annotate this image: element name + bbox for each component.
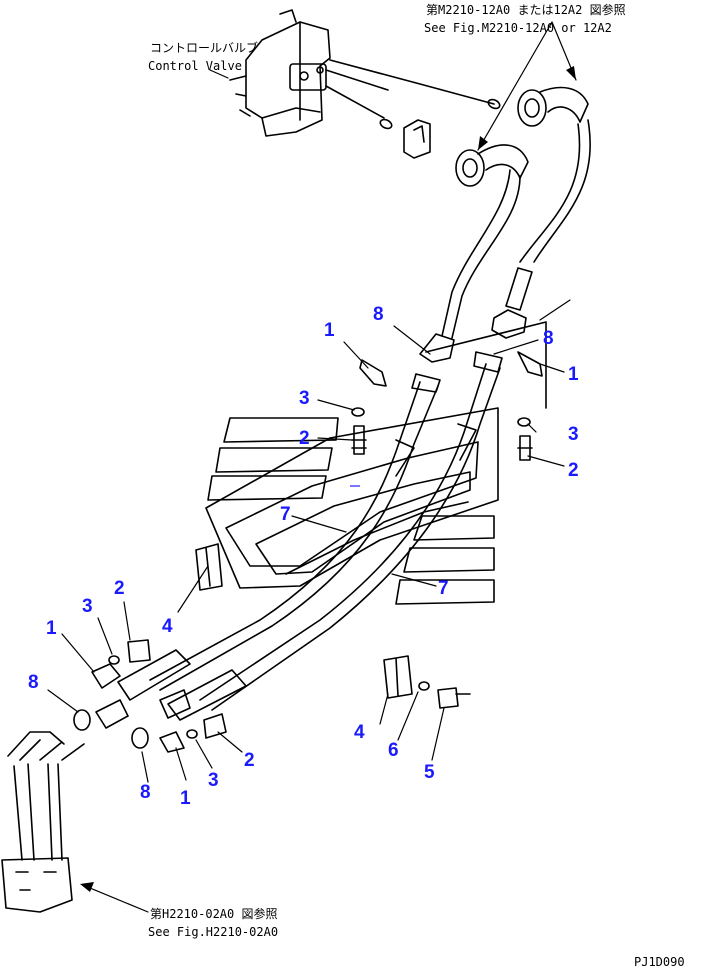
callout-number: 1: [46, 618, 57, 639]
callout-number: 4: [354, 722, 365, 743]
callout-number: 3: [82, 596, 93, 617]
callout-number: 3: [299, 388, 310, 409]
callout-number: 7: [438, 578, 449, 599]
main-hoses: [95, 351, 503, 729]
bottom-block: [1, 731, 85, 913]
control-valve-label-jp: コントロールバルブ: [150, 40, 258, 55]
callout-number: 8: [373, 304, 384, 325]
upper-fittings: [403, 86, 589, 187]
callout-number: 7: [280, 504, 291, 525]
control-valve-label-en: Control Valve: [148, 59, 242, 73]
bottom-reference-jp: 第H2210-02A0 図参照: [150, 906, 277, 921]
leader-lines: [47, 21, 577, 913]
callout-number: 2: [299, 428, 310, 449]
callout-number: 2: [568, 460, 579, 481]
callout-number: 1: [568, 364, 579, 385]
callout-number: 3: [568, 424, 579, 445]
callout-number: 1: [324, 320, 335, 341]
top-reference-en: See Fig.M2210-12A0 or 12A2: [424, 21, 612, 35]
machine-frame-outline: [205, 321, 547, 605]
callout-number: 6: [388, 740, 399, 761]
callout-number: 1: [180, 788, 191, 809]
callout-number: 2: [114, 578, 125, 599]
control-valve-body: [229, 9, 501, 137]
upper-hoses: [419, 119, 591, 363]
callout-number: 8: [543, 328, 554, 349]
callout-number: 4: [162, 616, 173, 637]
drawing-code: PJ1D090: [634, 955, 685, 969]
callout-number: 3: [208, 770, 219, 791]
arrow-heads: [80, 66, 576, 892]
callout-number: 8: [28, 672, 39, 693]
callout-number: 5: [424, 762, 435, 783]
top-reference-jp: 第M2210-12A0 または12A2 図参照: [426, 2, 626, 17]
bottom-reference-en: See Fig.H2210-02A0: [148, 925, 278, 939]
callout-number: 2: [244, 750, 255, 771]
clamps-and-bolts: [73, 351, 543, 753]
callout-number: 8: [140, 782, 151, 803]
